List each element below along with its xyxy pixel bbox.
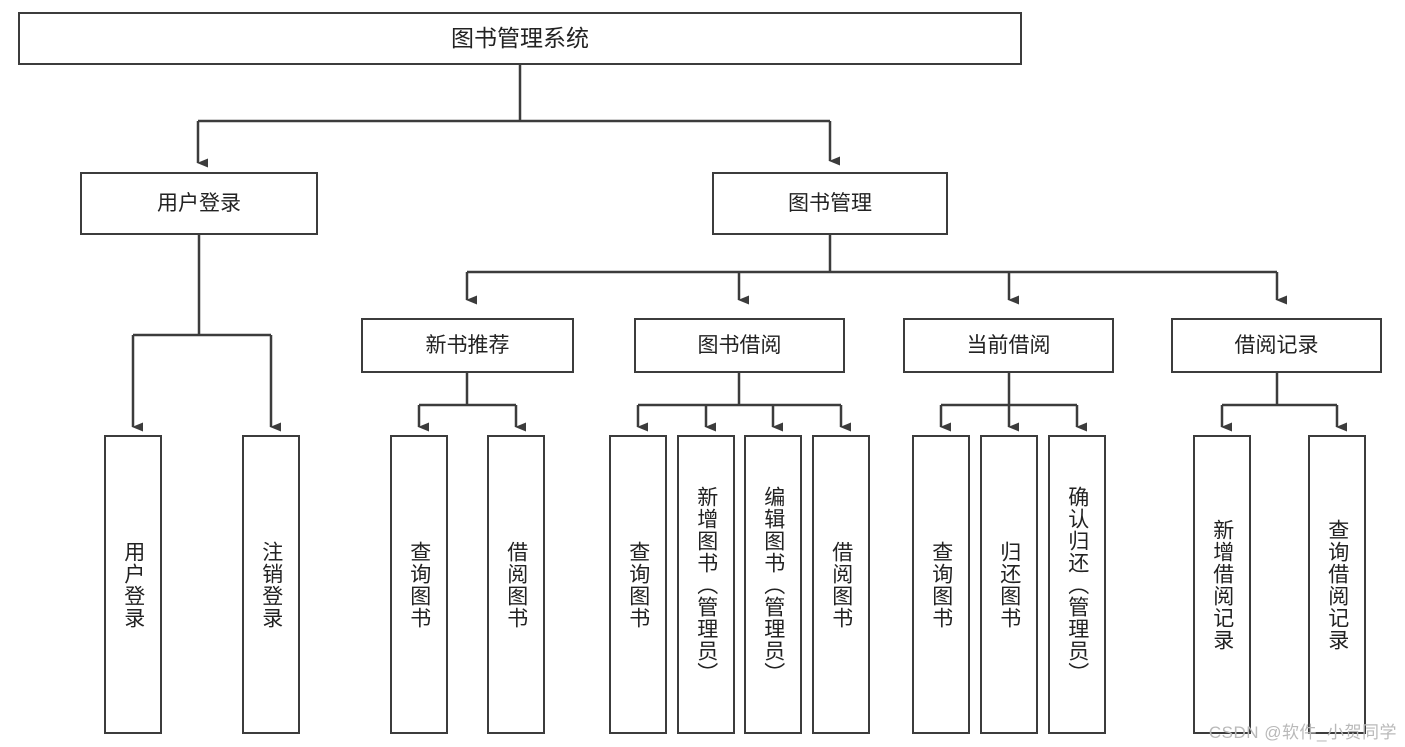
node-borrow-record-label: 借阅记录 [1234,334,1319,357]
node-leaf-borrow-book-1-label: 借阅图书 [504,540,528,629]
node-leaf-return-book[interactable]: 归还图书 [980,435,1038,734]
node-borrow-record[interactable]: 借阅记录 [1171,318,1382,373]
node-user-login[interactable]: 用户登录 [80,172,318,235]
node-leaf-borrow-book-1[interactable]: 借阅图书 [487,435,545,734]
node-book-manage-label: 图书管理 [788,192,872,215]
node-root[interactable]: 图书管理系统 [18,12,1022,65]
node-leaf-query-record[interactable]: 查询借阅记录 [1308,435,1366,734]
node-current-borrow[interactable]: 当前借阅 [903,318,1114,373]
node-leaf-logout-login-label: 注销登录 [259,540,283,629]
node-leaf-query-book-3-label: 查询图书 [929,540,953,629]
node-leaf-query-book-1[interactable]: 查询图书 [390,435,448,734]
node-leaf-query-book-1-label: 查询图书 [407,540,431,629]
node-leaf-return-book-label: 归还图书 [997,540,1021,629]
node-leaf-borrow-book-2[interactable]: 借阅图书 [812,435,870,734]
node-new-book-recommend-label: 新书推荐 [425,334,510,357]
node-new-book-recommend[interactable]: 新书推荐 [361,318,574,373]
node-leaf-query-book-2[interactable]: 查询图书 [609,435,667,734]
node-leaf-borrow-book-2-label: 借阅图书 [829,540,853,629]
node-user-login-label: 用户登录 [157,192,241,215]
node-leaf-add-book[interactable]: 新增图书（管理员） [677,435,735,734]
node-leaf-user-login[interactable]: 用户登录 [104,435,162,734]
node-leaf-confirm-return[interactable]: 确认归还（管理员） [1048,435,1106,734]
node-leaf-query-record-label: 查询借阅记录 [1325,518,1349,651]
node-leaf-logout-login[interactable]: 注销登录 [242,435,300,734]
node-leaf-edit-book-label: 编辑图书（管理员） [761,485,785,684]
node-leaf-confirm-return-label: 确认归还（管理员） [1065,485,1089,684]
node-book-borrow-label: 图书借阅 [697,334,782,357]
node-leaf-add-book-label: 新增图书（管理员） [694,485,718,684]
csdn-watermark: CSDN @软件_小贺同学 [1208,723,1397,742]
node-book-borrow[interactable]: 图书借阅 [634,318,845,373]
node-book-manage[interactable]: 图书管理 [712,172,948,235]
node-leaf-user-login-label: 用户登录 [121,540,145,629]
node-leaf-query-book-2-label: 查询图书 [626,540,650,629]
node-leaf-edit-book[interactable]: 编辑图书（管理员） [744,435,802,734]
node-leaf-add-record-label: 新增借阅记录 [1210,518,1234,651]
node-leaf-query-book-3[interactable]: 查询图书 [912,435,970,734]
node-current-borrow-label: 当前借阅 [966,334,1051,357]
node-root-label: 图书管理系统 [451,25,589,51]
node-leaf-add-record[interactable]: 新增借阅记录 [1193,435,1251,734]
